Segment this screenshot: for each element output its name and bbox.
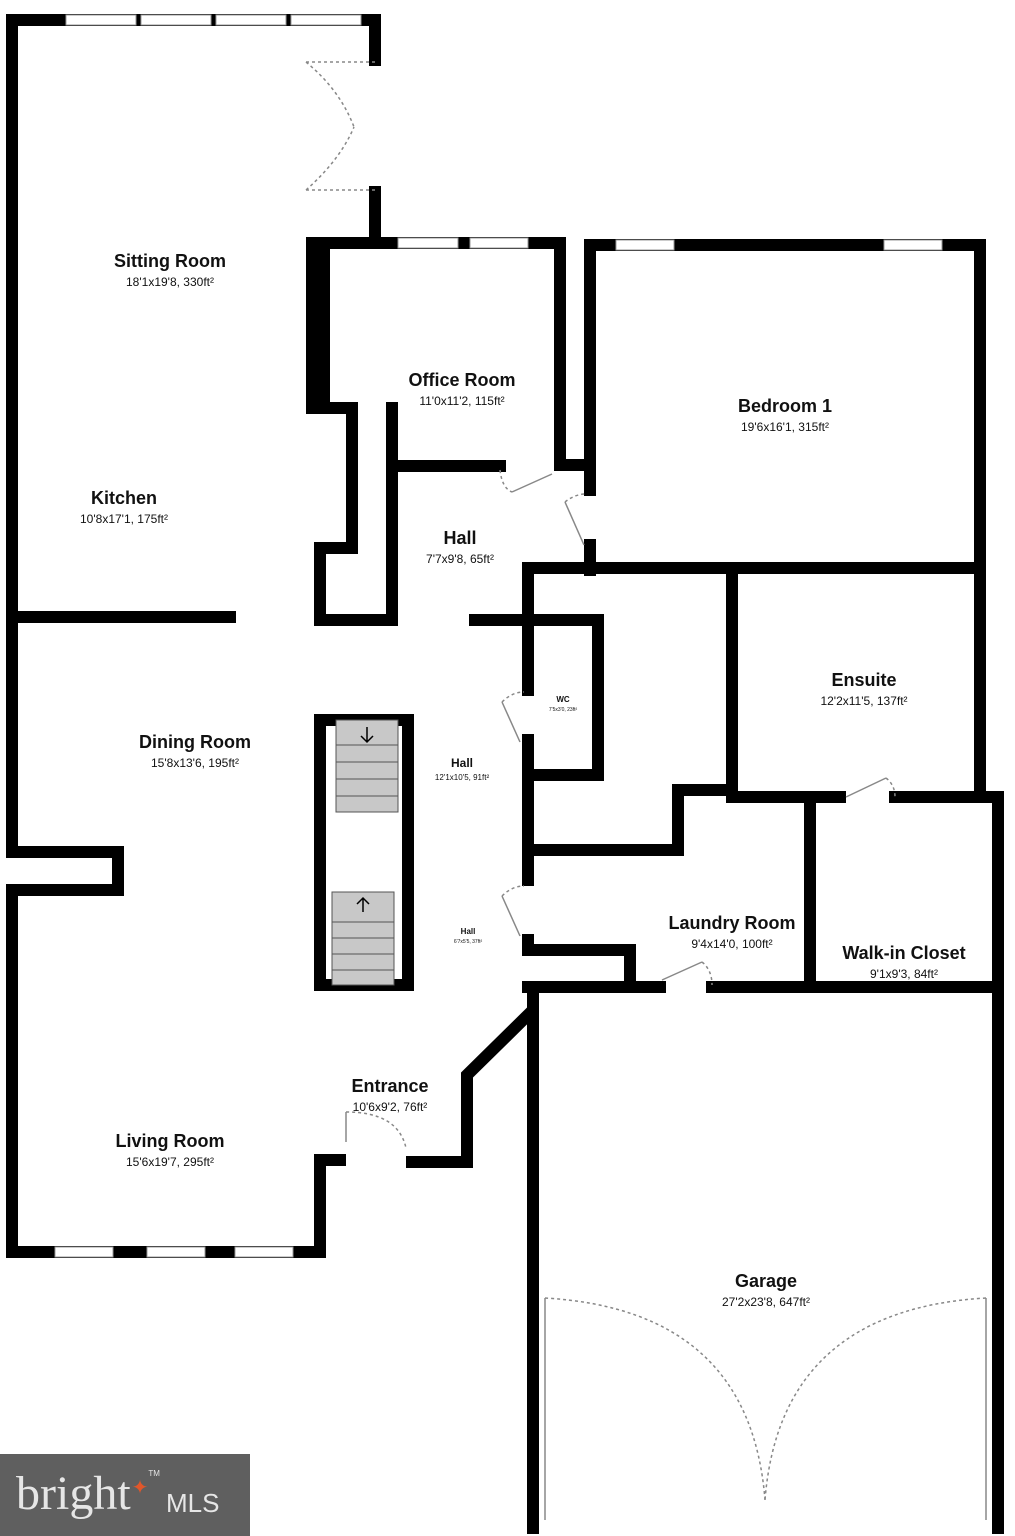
room-ensuite: Ensuite 12'2x11'5, 137ft² — [820, 670, 907, 708]
room-dims: 15'8x13'6, 195ft² — [151, 756, 239, 770]
room-name: Hall — [443, 528, 477, 548]
room-dims: 11'0x11'2, 115ft² — [419, 394, 505, 408]
room-dims: 12'2x11'5, 137ft² — [820, 694, 908, 708]
room-hall-lower: Hall 6'7x5'5, 37ft² — [454, 927, 482, 945]
room-dims: 10'6x9'2, 76ft² — [352, 1100, 428, 1114]
room-hall-middle: Hall 12'1x10'5, 91ft² — [435, 756, 489, 782]
room-name: Garage — [734, 1271, 798, 1291]
wall — [522, 934, 636, 991]
room-kitchen: Kitchen 10'8x17'1, 175ft² — [80, 488, 168, 526]
room-dining: Dining Room 15'8x13'6, 195ft² — [139, 732, 251, 770]
room-name: Office Room — [408, 370, 516, 390]
room-office: Office Room 11'0x11'2, 115ft² — [408, 370, 515, 408]
wall — [889, 791, 1004, 993]
room-living: Living Room 15'6x19'7, 295ft² — [116, 1131, 225, 1169]
star-icon: ✦ — [131, 1477, 149, 1499]
arrow-up-icon — [356, 896, 370, 912]
room-wc: WC 7'5x3'0, 23ft² — [549, 695, 577, 713]
room-laundry: Laundry Room 9'4x14'0, 100ft² — [668, 913, 795, 951]
room-dims: 27'2x23'8, 647ft² — [722, 1295, 810, 1309]
room-dims: 18'1x19'8, 330ft² — [126, 275, 214, 289]
room-dims: 7'7x9'8, 65ft² — [426, 552, 494, 566]
stairs — [331, 719, 399, 986]
room-name: Hall — [450, 756, 474, 770]
room-hall-upper: Hall 7'7x9'8, 65ft² — [426, 528, 494, 566]
wall — [469, 614, 604, 781]
room-name: Entrance — [351, 1076, 429, 1096]
room-name: Walk-in Closet — [842, 943, 966, 963]
room-name: Living Room — [115, 1131, 225, 1151]
room-dims: 12'1x10'5, 91ft² — [434, 773, 490, 782]
room-sitting-room: Sitting Room 18'1x19'8, 330ft² — [114, 251, 226, 289]
arrow-down-icon — [360, 727, 374, 744]
room-walk-in-closet: Walk-in Closet 9'1x9'3, 84ft² — [842, 943, 965, 981]
wall — [6, 14, 381, 1258]
room-garage: Garage 27'2x23'8, 647ft² — [722, 1271, 810, 1309]
wall — [406, 1006, 537, 1168]
logo-tm: TM — [148, 1469, 160, 1478]
room-name: Laundry Room — [668, 913, 796, 933]
room-name: WC — [556, 695, 570, 704]
room-name: Bedroom 1 — [737, 396, 833, 416]
room-dims: 7'5x3'0, 23ft² — [548, 707, 578, 713]
room-dims: 10'8x17'1, 175ft² — [80, 512, 168, 526]
wall — [306, 402, 398, 626]
logo-suffix: MLS — [165, 1488, 220, 1518]
room-dims: 9'1x9'3, 84ft² — [870, 967, 938, 981]
wall — [584, 239, 986, 801]
windows — [54, 14, 943, 1258]
room-name: Hall — [460, 927, 476, 936]
room-dims: 9'4x14'0, 100ft² — [691, 937, 773, 951]
logo-text: bright — [16, 1467, 131, 1520]
room-entrance: Entrance 10'6x9'2, 76ft² — [351, 1076, 428, 1114]
room-name: Kitchen — [90, 488, 158, 508]
bright-mls-logo: bright ✦ TM MLS — [0, 1454, 250, 1536]
room-dims: 15'6x19'7, 295ft² — [126, 1155, 214, 1169]
room-name: Sitting Room — [114, 251, 226, 271]
room-name: Dining Room — [139, 732, 251, 752]
doors — [305, 61, 987, 1520]
room-dims: 19'6x16'1, 315ft² — [741, 420, 829, 434]
wall — [522, 564, 738, 856]
room-name: Ensuite — [831, 670, 897, 690]
wall — [306, 237, 591, 471]
room-dims: 6'7x5'5, 37ft² — [453, 939, 483, 945]
room-bedroom-1: Bedroom 1 19'6x16'1, 315ft² — [738, 396, 832, 434]
